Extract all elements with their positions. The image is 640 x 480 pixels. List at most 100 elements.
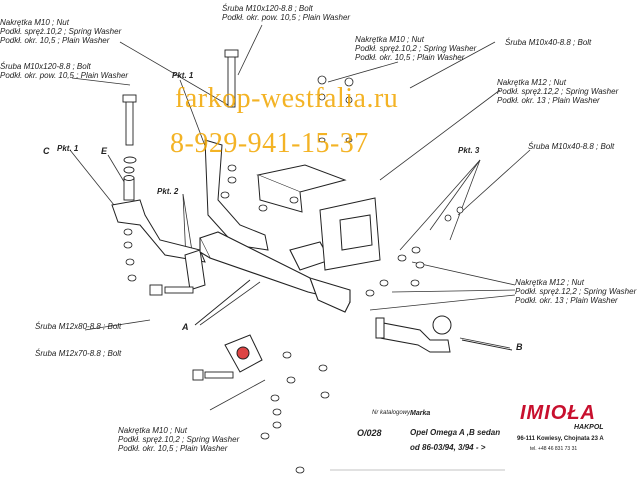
washer xyxy=(410,279,420,287)
label-line: Podkł. okr. 13 ; Plain Washer xyxy=(497,96,600,105)
washer xyxy=(123,156,137,164)
callout-b: B xyxy=(516,342,523,352)
label-line: Podkł. okr. pow. 10,5 ; Plain Washer xyxy=(222,13,351,22)
washer xyxy=(220,191,230,199)
label-line: Podkł. okr. 10,5 ; Plain Washer xyxy=(355,53,465,62)
washer xyxy=(345,96,353,104)
callout-a: A xyxy=(182,322,189,332)
washer xyxy=(123,228,133,236)
label-line: Podkł. okr. pow. 10,5 ; Plain Washer xyxy=(0,71,129,80)
washer xyxy=(272,421,282,429)
arrow-a xyxy=(194,279,251,326)
label-nut-bottom: Nakrętka M10 ; Nut Podkł. spręż.10,2 ; S… xyxy=(118,426,239,453)
washer xyxy=(411,246,421,254)
washer xyxy=(282,351,292,359)
label-bolt-m12x70: Śruba M12x70-8.8 ; Bolt xyxy=(35,349,121,358)
label-line: Śruba M10x40-8.8 ; Bolt xyxy=(505,38,592,47)
catalog-nr-value: O/028 xyxy=(357,428,382,438)
leader-line xyxy=(327,61,399,83)
label-line: Śruba M12x80-8.8 ; Bolt xyxy=(35,322,122,331)
nut xyxy=(227,164,237,172)
washer xyxy=(365,289,375,297)
label-line: Nakrętka M12 ; Nut xyxy=(515,278,584,287)
label-line: Podkł. okr. 10,5 ; Plain Washer xyxy=(118,444,228,453)
nut xyxy=(317,75,327,85)
label-line: Podkł. okr. 10,5 ; Plain Washer xyxy=(0,36,110,45)
leader-line xyxy=(391,289,516,293)
leader-line xyxy=(119,41,229,106)
label-nut-top-mid: Nakrętka M10 ; Nut Podkł. spręż.10,2 ; S… xyxy=(355,35,476,62)
leader-line xyxy=(209,379,266,411)
leader-line xyxy=(429,159,481,231)
leader-line xyxy=(457,149,531,216)
spacer-top xyxy=(123,175,135,181)
top-plate xyxy=(256,164,347,193)
leader-line xyxy=(449,159,481,241)
bolt-shape xyxy=(164,286,194,294)
brand-address: 96-111 Kowiesy, Chojnata 23 A xyxy=(517,436,604,442)
socket-hole xyxy=(236,346,250,360)
washer xyxy=(127,274,137,282)
watermark-site: farkop-westfalia.ru xyxy=(175,83,399,114)
label-line: Nakrętka M10 ; Nut xyxy=(355,35,424,44)
spacer-tube xyxy=(123,177,135,201)
label-line: Nakrętka M10 ; Nut xyxy=(0,18,69,27)
arrow-b xyxy=(461,339,513,351)
beam-socket xyxy=(309,277,351,313)
nut xyxy=(344,77,354,87)
leader-line xyxy=(399,159,481,251)
leader-line xyxy=(379,89,501,181)
brand-sub: HAKPOL xyxy=(574,424,604,431)
label-line: Śruba M10x40-8.8 ; Bolt xyxy=(528,142,615,151)
label-nut-top-left: Nakrętka M10 ; Nut Podkł. spręż.10,2 ; S… xyxy=(0,18,121,45)
hitch-flange xyxy=(375,317,385,339)
leader-line xyxy=(71,77,131,86)
label-nut-right-bottom: Nakrętka M12 ; Nut Podkł. spręż.12,2 ; S… xyxy=(515,278,636,305)
washer xyxy=(125,258,135,266)
label-line: Podkł. okr. 13 ; Plain Washer xyxy=(515,296,618,305)
washer xyxy=(320,391,330,399)
bolt-shape xyxy=(125,99,134,146)
hitch-ball xyxy=(432,315,452,335)
label-line: Podkł. spręż.10,2 ; Spring Washer xyxy=(355,44,477,53)
washer xyxy=(379,279,389,287)
bolt-shape xyxy=(204,371,234,379)
washer xyxy=(318,137,326,143)
washer xyxy=(318,93,326,101)
label-line: Nakrętka M10 ; Nut xyxy=(118,426,187,435)
label-bolt-right-mid: Śruba M10x40-8.8 ; Bolt xyxy=(528,142,614,151)
label-bolt-m12x80: Śruba M12x80-8.8 ; Bolt xyxy=(35,322,121,331)
bolt-head xyxy=(122,94,137,103)
washer xyxy=(415,261,425,269)
washer xyxy=(258,204,268,212)
washer xyxy=(270,394,280,402)
label-line: Śruba M10x120-8.8 ; Bolt xyxy=(0,62,91,71)
washer xyxy=(272,408,282,416)
callout-e: E xyxy=(101,146,108,156)
label-line: Podkł. spręż.12,2 ; Spring Washer xyxy=(515,287,637,296)
catalog-marka-label: Marka xyxy=(410,410,431,417)
washer xyxy=(289,196,299,204)
leader-line xyxy=(199,281,261,326)
left-bracket-plate xyxy=(184,249,206,291)
catalog-nr-label: Nr katalogowy xyxy=(372,410,411,416)
label-line: Podkł. spręż.10,2 ; Spring Washer xyxy=(118,435,240,444)
label-line: Śruba M10x120-8.8 ; Bolt xyxy=(222,4,313,13)
brand-phone: tel. +48 46 831 73 31 xyxy=(530,446,578,452)
label-nut-right-top: Nakrętka M12 ; Nut Podkł. spręż.12,2 ; S… xyxy=(497,78,618,105)
catalog-model: Opel Omega A ,B sedan xyxy=(410,428,501,437)
leader-line xyxy=(84,319,151,331)
label-line: Śruba M12x70-8.8 ; Bolt xyxy=(35,349,122,358)
leader-line xyxy=(369,294,516,311)
leader-line xyxy=(409,41,496,89)
watermark-phone: 8-929-941-15-37 xyxy=(170,128,369,159)
nut xyxy=(295,466,305,474)
washer xyxy=(397,254,407,262)
label-line: Nakrętka M12 ; Nut xyxy=(497,78,566,87)
washer xyxy=(345,137,353,143)
label-line: Podkł. spręż.12,2 ; Spring Washer xyxy=(497,87,619,96)
label-line: Podkł. spręż.10,2 ; Spring Washer xyxy=(0,27,122,36)
label-bolt-top-center: Śruba M10x120-8.8 ; Bolt Podkł. okr. pow… xyxy=(222,4,350,22)
